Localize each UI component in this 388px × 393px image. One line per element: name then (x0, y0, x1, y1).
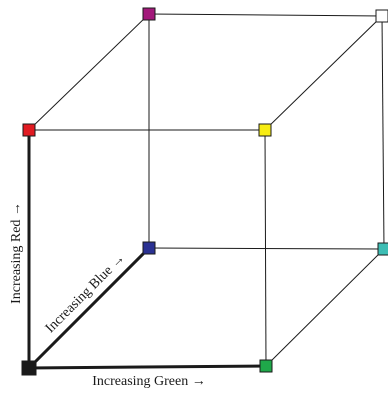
vertex-white (375, 9, 388, 23)
blue-axis-label: Increasing Blue → (43, 251, 128, 336)
edge-red-magenta (28, 13, 150, 131)
green-axis-line (27, 364, 268, 370)
blue-axis-line (26, 245, 152, 371)
vertex-red (22, 123, 36, 137)
edge-yellow-white (264, 15, 383, 131)
edge-magenta-white (148, 13, 383, 17)
vertex-blue (142, 241, 156, 255)
vertex-black (21, 360, 37, 376)
vertex-cyan (377, 242, 388, 256)
edge-blue-cyan (148, 247, 385, 250)
edge-white-cyan (381, 15, 385, 250)
red-axis-label: Increasing Red → (9, 202, 24, 304)
edge-green-cyan (265, 248, 385, 367)
vertex-yellow (258, 123, 272, 137)
vertex-green (259, 359, 273, 373)
vertex-magenta (142, 7, 156, 21)
green-axis-label: Increasing Green → (92, 374, 206, 388)
